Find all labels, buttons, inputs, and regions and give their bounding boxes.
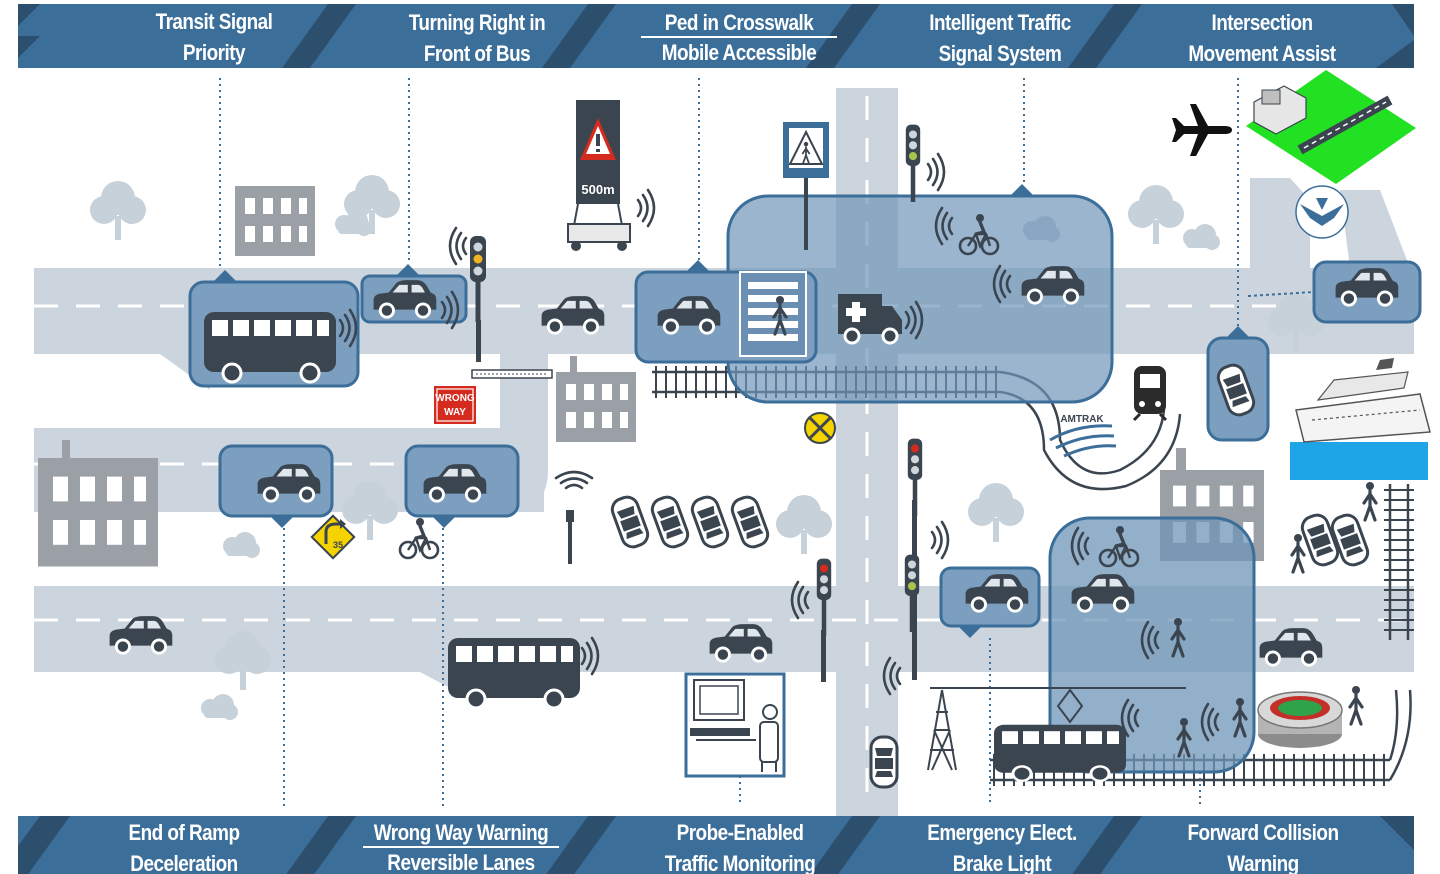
label-divider xyxy=(362,846,560,848)
message-sign-distance: 500m xyxy=(581,182,614,197)
crosswalk xyxy=(748,282,798,341)
wrong-way-line2: WAY xyxy=(444,407,466,418)
computer-workstation-icon xyxy=(684,672,786,778)
train-icon xyxy=(1132,366,1168,422)
label-divider xyxy=(640,36,838,38)
label-probe-enabled-traffic-monitoring: Probe-Enabled Traffic Monitoring xyxy=(664,820,816,874)
label-transit-signal-priority: Transit Signal Priority xyxy=(155,9,273,65)
speed-advisory-sign: 35 xyxy=(310,514,356,560)
label-ped-in-crosswalk: Ped in Crosswalk Mobile Accessible xyxy=(636,7,842,68)
ship-icon xyxy=(1290,358,1431,480)
label-end-of-ramp-deceleration: End of Ramp Deceleration xyxy=(128,820,240,874)
label-turning-right-in-front-of-bus: Turning Right in Front of Bus xyxy=(408,10,546,66)
label-intelligent-traffic-signal-system: Intelligent Traffic Signal System xyxy=(929,10,1071,66)
label-forward-collision-warning: Forward Collision Warning xyxy=(1187,820,1339,874)
traffic-signal-icon xyxy=(470,124,923,682)
radio-tower-icon xyxy=(927,687,1186,771)
airplane-icon xyxy=(1172,104,1232,156)
air-force-emblem-icon xyxy=(1295,185,1349,239)
airfield xyxy=(1246,70,1416,184)
pedestrian-crossing-sign-icon xyxy=(783,122,829,250)
label-wrong-way-warning: Wrong Way Warning Reversible Lanes xyxy=(358,817,564,874)
amtrak-wordmark: AMTRAK xyxy=(1060,414,1104,425)
amtrak-logo: AMTRAK xyxy=(1049,414,1117,458)
buildings xyxy=(38,186,1264,567)
railroad-crossing-sign-icon xyxy=(804,412,836,444)
label-intersection-movement-assist: Intersection Movement Assist xyxy=(1188,10,1336,66)
ambulance-icon xyxy=(838,294,902,345)
portable-message-sign: 500m xyxy=(567,100,631,251)
stadium-icon xyxy=(1257,691,1343,748)
wrong-way-sign: WRONG WAY xyxy=(434,369,553,424)
wrong-way-line1: WRONG xyxy=(435,393,475,404)
label-emergency-elect-brake-light: Emergency Elect. Brake Light xyxy=(927,820,1077,874)
speed-advisory-value: 35 xyxy=(333,540,343,550)
connector-lines xyxy=(219,78,1239,806)
bottom-banner xyxy=(18,816,1414,874)
